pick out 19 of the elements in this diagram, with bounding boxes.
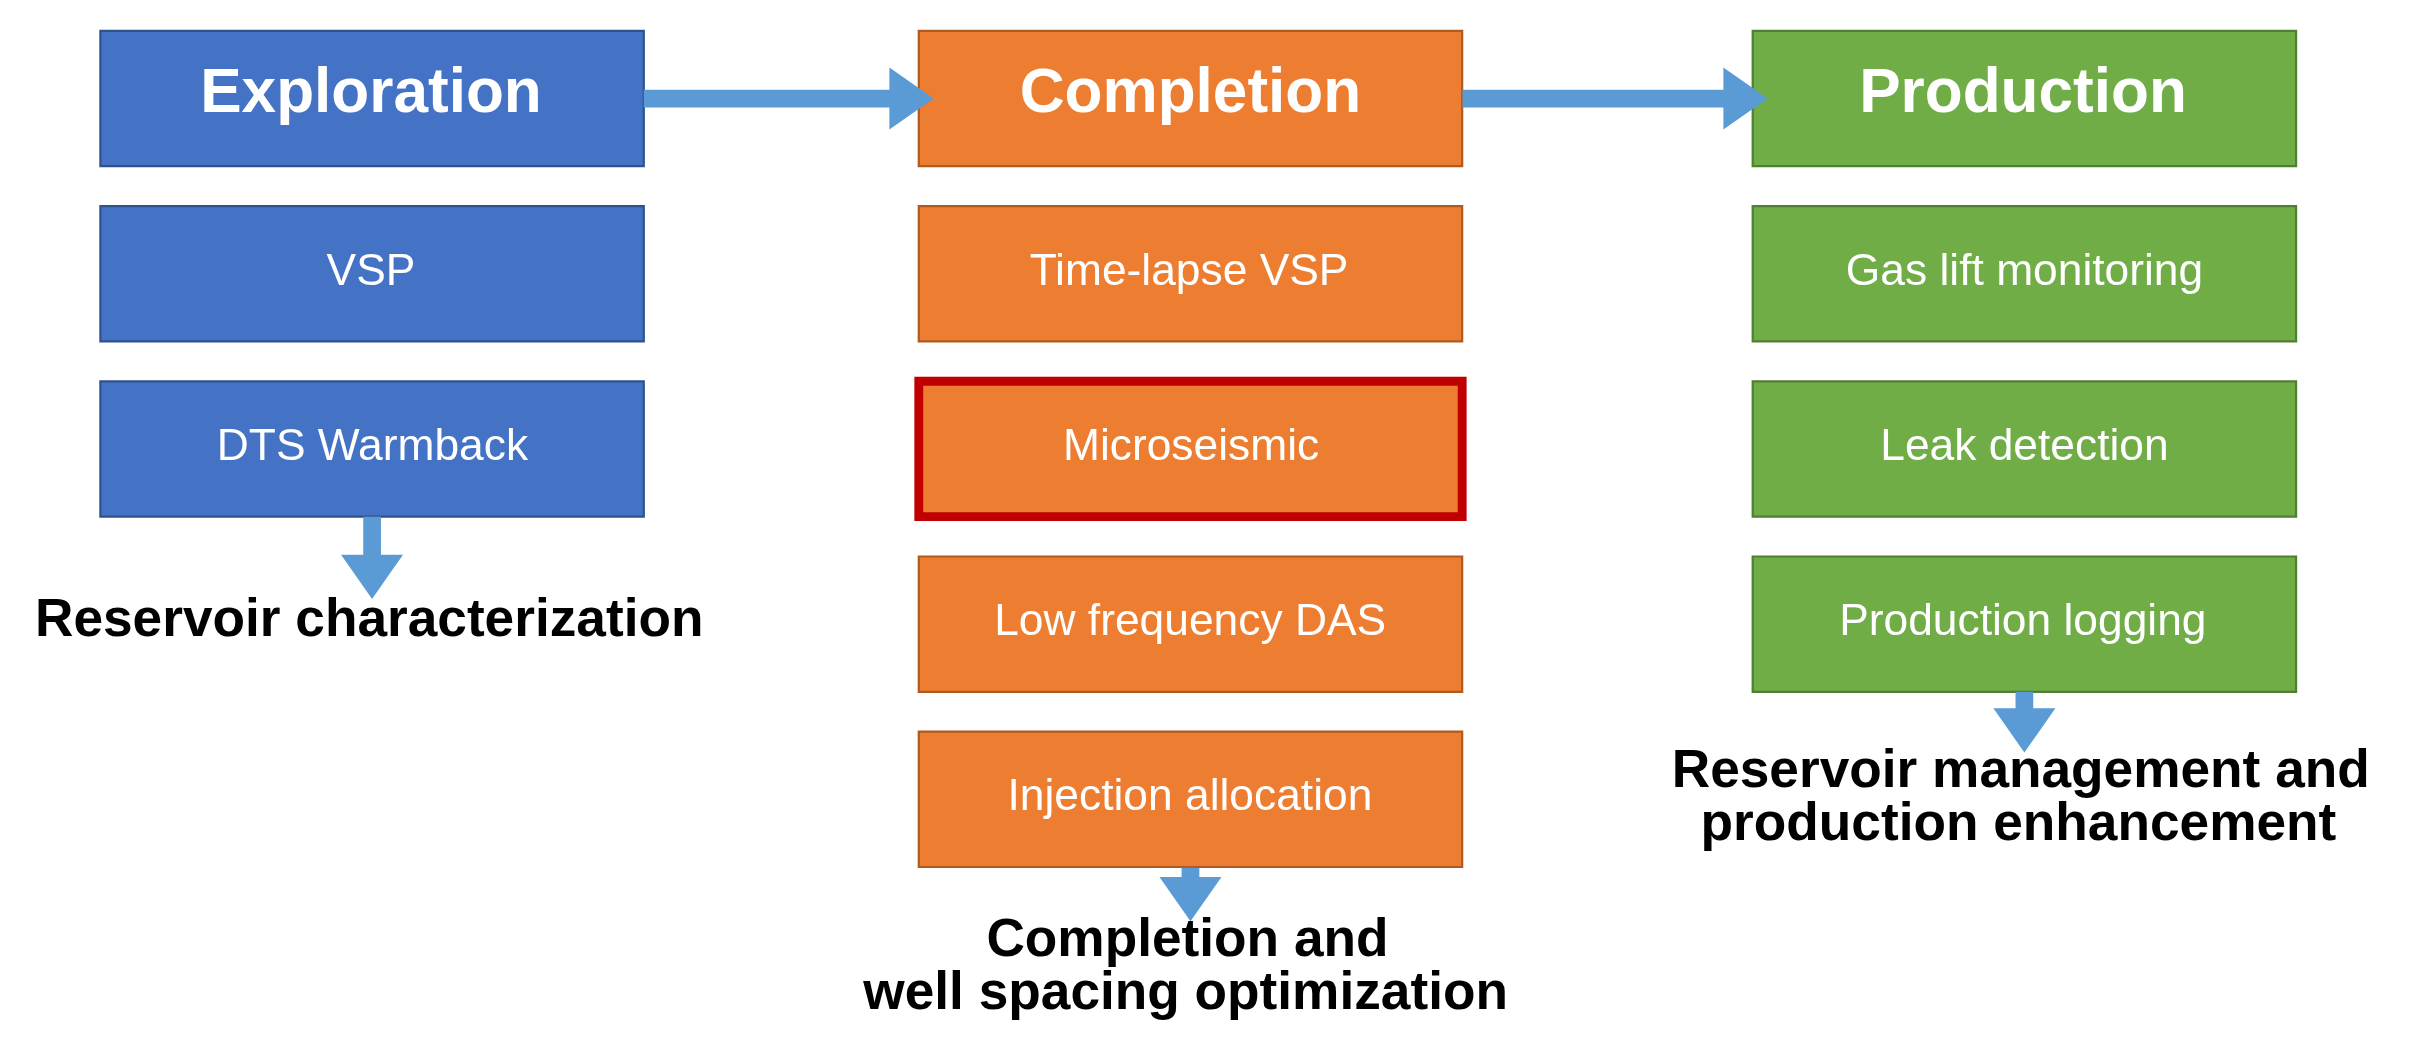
node-box: Exploration — [99, 29, 645, 167]
node-box: Production — [1751, 29, 2298, 167]
node-box: Production logging — [1751, 554, 2298, 693]
arrow — [1462, 67, 1768, 130]
node-box: Completion — [917, 29, 1464, 167]
node-box: DTS Warmback — [99, 379, 645, 518]
node-box: VSP — [99, 204, 645, 342]
node-box: Time-lapse VSP — [917, 204, 1464, 342]
node-text: Completion and well spacing optimization — [863, 907, 1508, 1020]
node-box: Microseismic — [914, 376, 1467, 521]
node-box: Leak detection — [1751, 379, 2298, 518]
node-text: Reservoir characterization — [34, 587, 704, 647]
node-box: Injection allocation — [917, 730, 1464, 868]
node-box: Low frequency DAS — [917, 554, 1464, 693]
node-text: Reservoir management and production enhancement — [1671, 738, 2370, 851]
arrow — [1993, 691, 2056, 753]
arrow — [341, 516, 404, 599]
arrow — [643, 67, 934, 130]
node-box: Gas lift monitoring — [1751, 204, 2298, 342]
